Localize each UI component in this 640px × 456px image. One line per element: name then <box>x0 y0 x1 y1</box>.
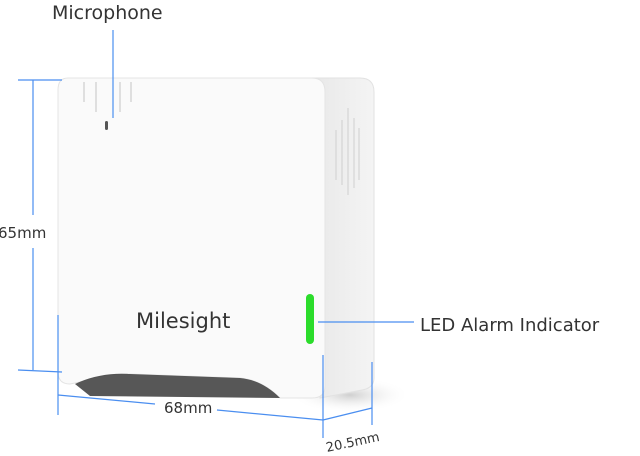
side-vents <box>335 108 360 195</box>
depth-label: 20.5mm <box>325 430 381 456</box>
width-line-right <box>216 409 324 421</box>
depth-line <box>322 407 373 421</box>
device-front-face <box>57 77 326 399</box>
led-label: LED Alarm Indicator <box>420 315 600 336</box>
led-indicator <box>306 294 314 344</box>
width-line-left <box>57 394 156 405</box>
height-label: 65mm <box>0 224 46 242</box>
microphone-vents <box>83 82 132 112</box>
brand-logo: Milesight <box>136 309 230 333</box>
dimension-lines <box>17 30 414 438</box>
device: Milesight <box>57 77 410 413</box>
height-bottom-tick <box>17 369 63 373</box>
microphone-label: Microphone <box>52 2 163 24</box>
microphone-hole-icon <box>105 121 108 130</box>
width-label: 68mm <box>164 399 212 417</box>
device-bottom-gap <box>75 373 280 398</box>
